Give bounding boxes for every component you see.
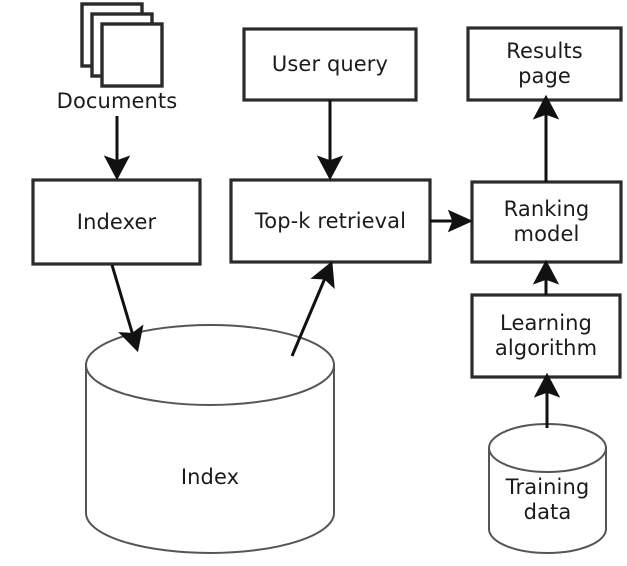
edge-index-to-topk (290, 260, 335, 357)
edge-indexer-to-index (110, 264, 144, 353)
node-results-page-box[interactable] (466, 26, 623, 102)
node-indexer-box[interactable] (31, 178, 202, 266)
node-topk-box[interactable] (229, 178, 432, 264)
node-ranking-model-box[interactable] (470, 180, 623, 264)
node-user-query-box[interactable] (242, 27, 418, 102)
node-index-cylinder[interactable] (85, 324, 335, 554)
node-training-data-cylinder[interactable] (488, 423, 607, 554)
documents-icon (80, 2, 164, 88)
node-learning-algorithm-box[interactable] (470, 293, 622, 379)
